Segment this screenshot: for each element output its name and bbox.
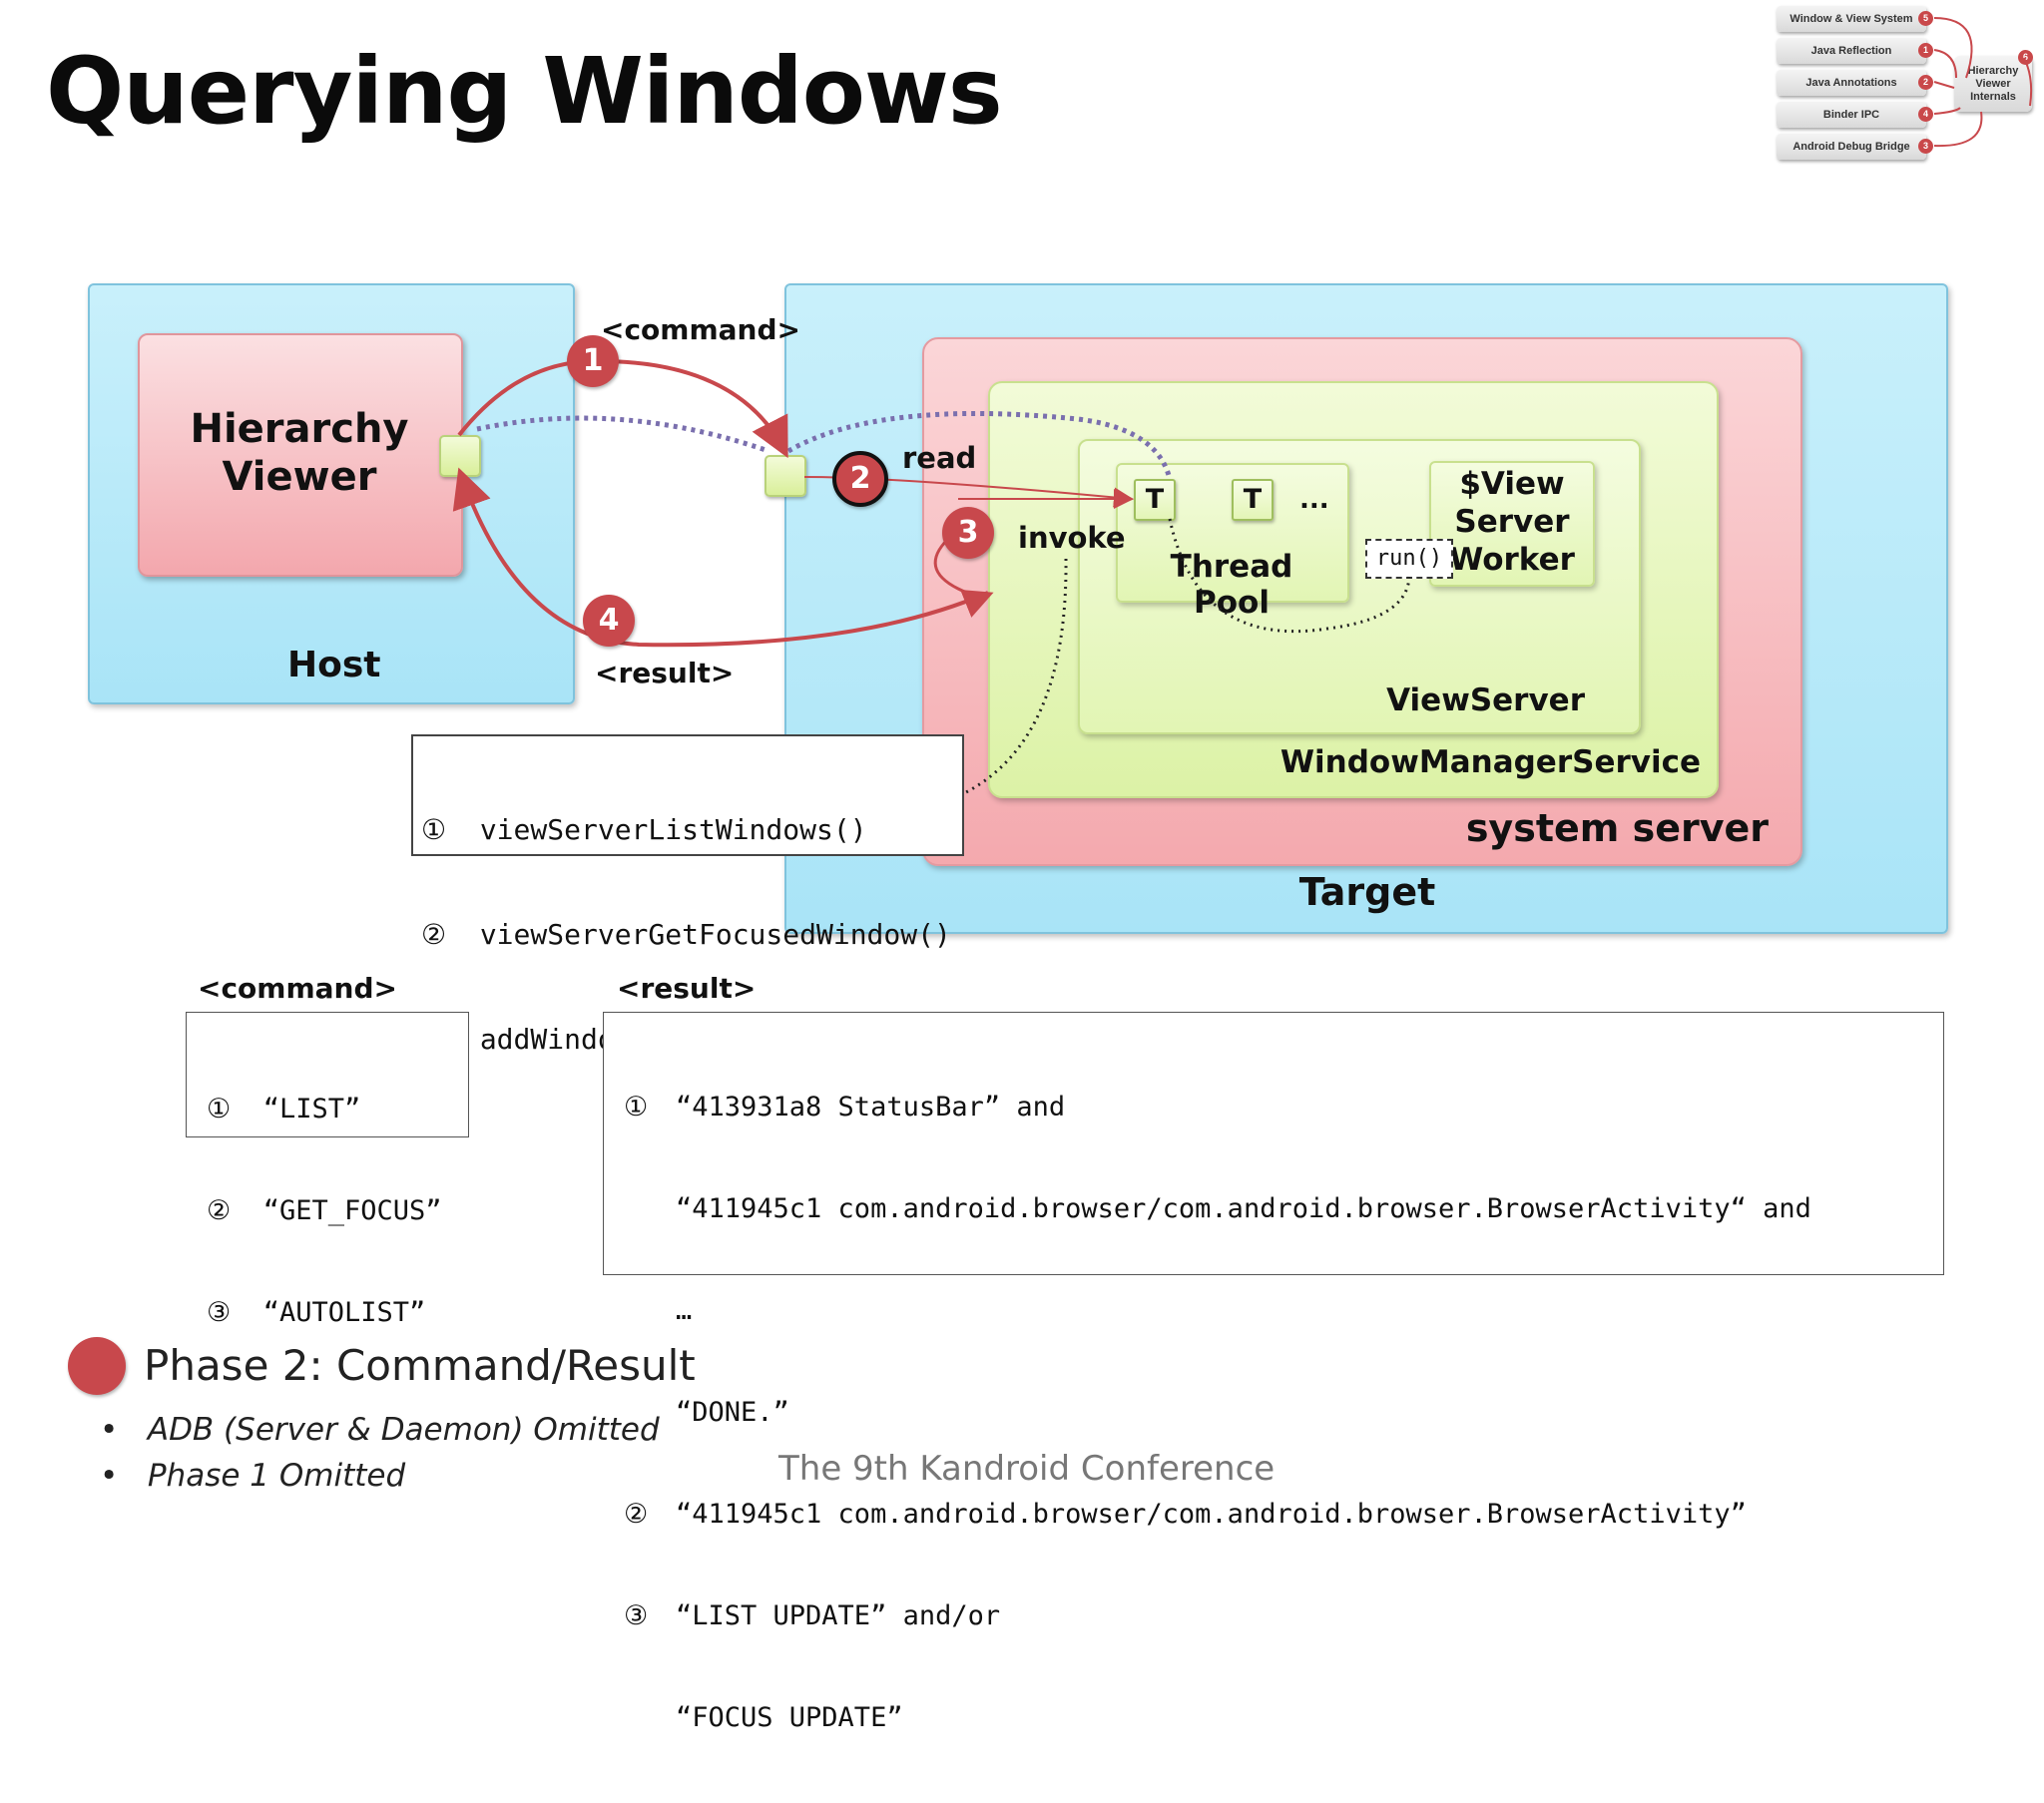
conference-footer: The 9th Kandroid Conference bbox=[778, 1449, 1276, 1489]
phase-bullet: • ADB (Server & Daemon) Omitted bbox=[100, 1412, 660, 1448]
result-line: “DONE.” bbox=[676, 1397, 789, 1428]
result-line: … bbox=[676, 1295, 693, 1326]
result-line: ③“LIST UPDATE” and/or bbox=[624, 1600, 1001, 1631]
command-row: ③ “AUTOLIST” bbox=[207, 1297, 426, 1328]
minimap-item: Java Reflection bbox=[1777, 38, 1926, 64]
target-label: Target bbox=[1298, 870, 1436, 914]
phase-bullets: • ADB (Server & Daemon) Omitted • Phase … bbox=[100, 1407, 660, 1499]
window-manager-service-label: WindowManagerService bbox=[1279, 744, 1701, 780]
result-table: ①“413931a8 StatusBar” and “411945c1 com.… bbox=[603, 1012, 1944, 1733]
slide-title: Querying Windows bbox=[46, 38, 1003, 145]
minimap-number-badge: 4 bbox=[1918, 107, 1933, 122]
viewserver-label: ViewServer bbox=[1386, 682, 1585, 718]
minimap-item: Window & View System bbox=[1777, 6, 1926, 32]
thread-box: T bbox=[1232, 479, 1274, 521]
worker-box bbox=[1429, 461, 1595, 587]
minimap-number-badge: 6 bbox=[2018, 50, 2033, 65]
minimap-item: Java Annotations bbox=[1777, 70, 1926, 96]
result-line: “FOCUS UPDATE” bbox=[676, 1702, 903, 1733]
step-1-badge: 1 bbox=[567, 335, 619, 387]
minimap-number-badge: 5 bbox=[1918, 11, 1933, 26]
read-label: read bbox=[902, 441, 977, 475]
step-3-badge: 3 bbox=[942, 507, 994, 559]
result-line: ②“411945c1 com.android.browser/com.andro… bbox=[624, 1499, 1747, 1530]
result-line: ①“413931a8 StatusBar” and bbox=[624, 1092, 1066, 1123]
method-row: ① viewServerListWindows() bbox=[421, 813, 867, 846]
command-table-heading: <command> bbox=[198, 972, 397, 1005]
minimap-center-node: Hierarchy Viewer Internals bbox=[1954, 56, 2032, 112]
result-table-heading: <result> bbox=[617, 972, 757, 1005]
minimap-item: Binder IPC bbox=[1777, 102, 1926, 128]
command-row: ① “LIST” bbox=[207, 1094, 361, 1125]
minimap-number-badge: 1 bbox=[1918, 43, 1933, 58]
invoke-label: invoke bbox=[1018, 521, 1126, 555]
thread-pool-label: Thread Pool bbox=[1170, 549, 1293, 621]
step-4-badge: 4 bbox=[583, 595, 635, 647]
hierarchy-viewer-box bbox=[138, 333, 463, 577]
method-row: ② viewServerGetFocusedWindow() bbox=[421, 918, 951, 951]
phase-bullet: • Phase 1 Omitted bbox=[100, 1458, 406, 1494]
command-table: ① “LIST” ② “GET_FOCUS” ③ “AUTOLIST” bbox=[186, 1012, 469, 1328]
methods-box: ① viewServerListWindows() ② viewServerGe… bbox=[411, 734, 964, 1056]
command-row: ② “GET_FOCUS” bbox=[207, 1195, 442, 1226]
thread-box: T bbox=[1134, 479, 1176, 521]
minimap-item: Android Debug Bridge bbox=[1777, 134, 1926, 160]
host-label: Host bbox=[287, 645, 381, 685]
phase-title: Phase 2: Command/Result bbox=[144, 1341, 696, 1390]
minimap-connectors bbox=[1933, 17, 2033, 148]
minimap-number-badge: 2 bbox=[1918, 75, 1933, 90]
minimap-number-badge: 3 bbox=[1918, 139, 1933, 154]
result-line: “411945c1 com.android.browser/com.androi… bbox=[676, 1193, 1811, 1224]
worker-label: $View Server Worker bbox=[1449, 466, 1575, 578]
command-arrow-label: <command> bbox=[601, 313, 800, 346]
result-arrow-label: <result> bbox=[595, 657, 735, 689]
thread-ellipsis: ... bbox=[1299, 485, 1329, 515]
step-2-badge: 2 bbox=[832, 451, 888, 507]
phase-marker-icon bbox=[68, 1337, 126, 1395]
hierarchy-viewer-label: Hierarchy Viewer bbox=[190, 406, 409, 500]
system-server-label: system server bbox=[1465, 806, 1769, 850]
